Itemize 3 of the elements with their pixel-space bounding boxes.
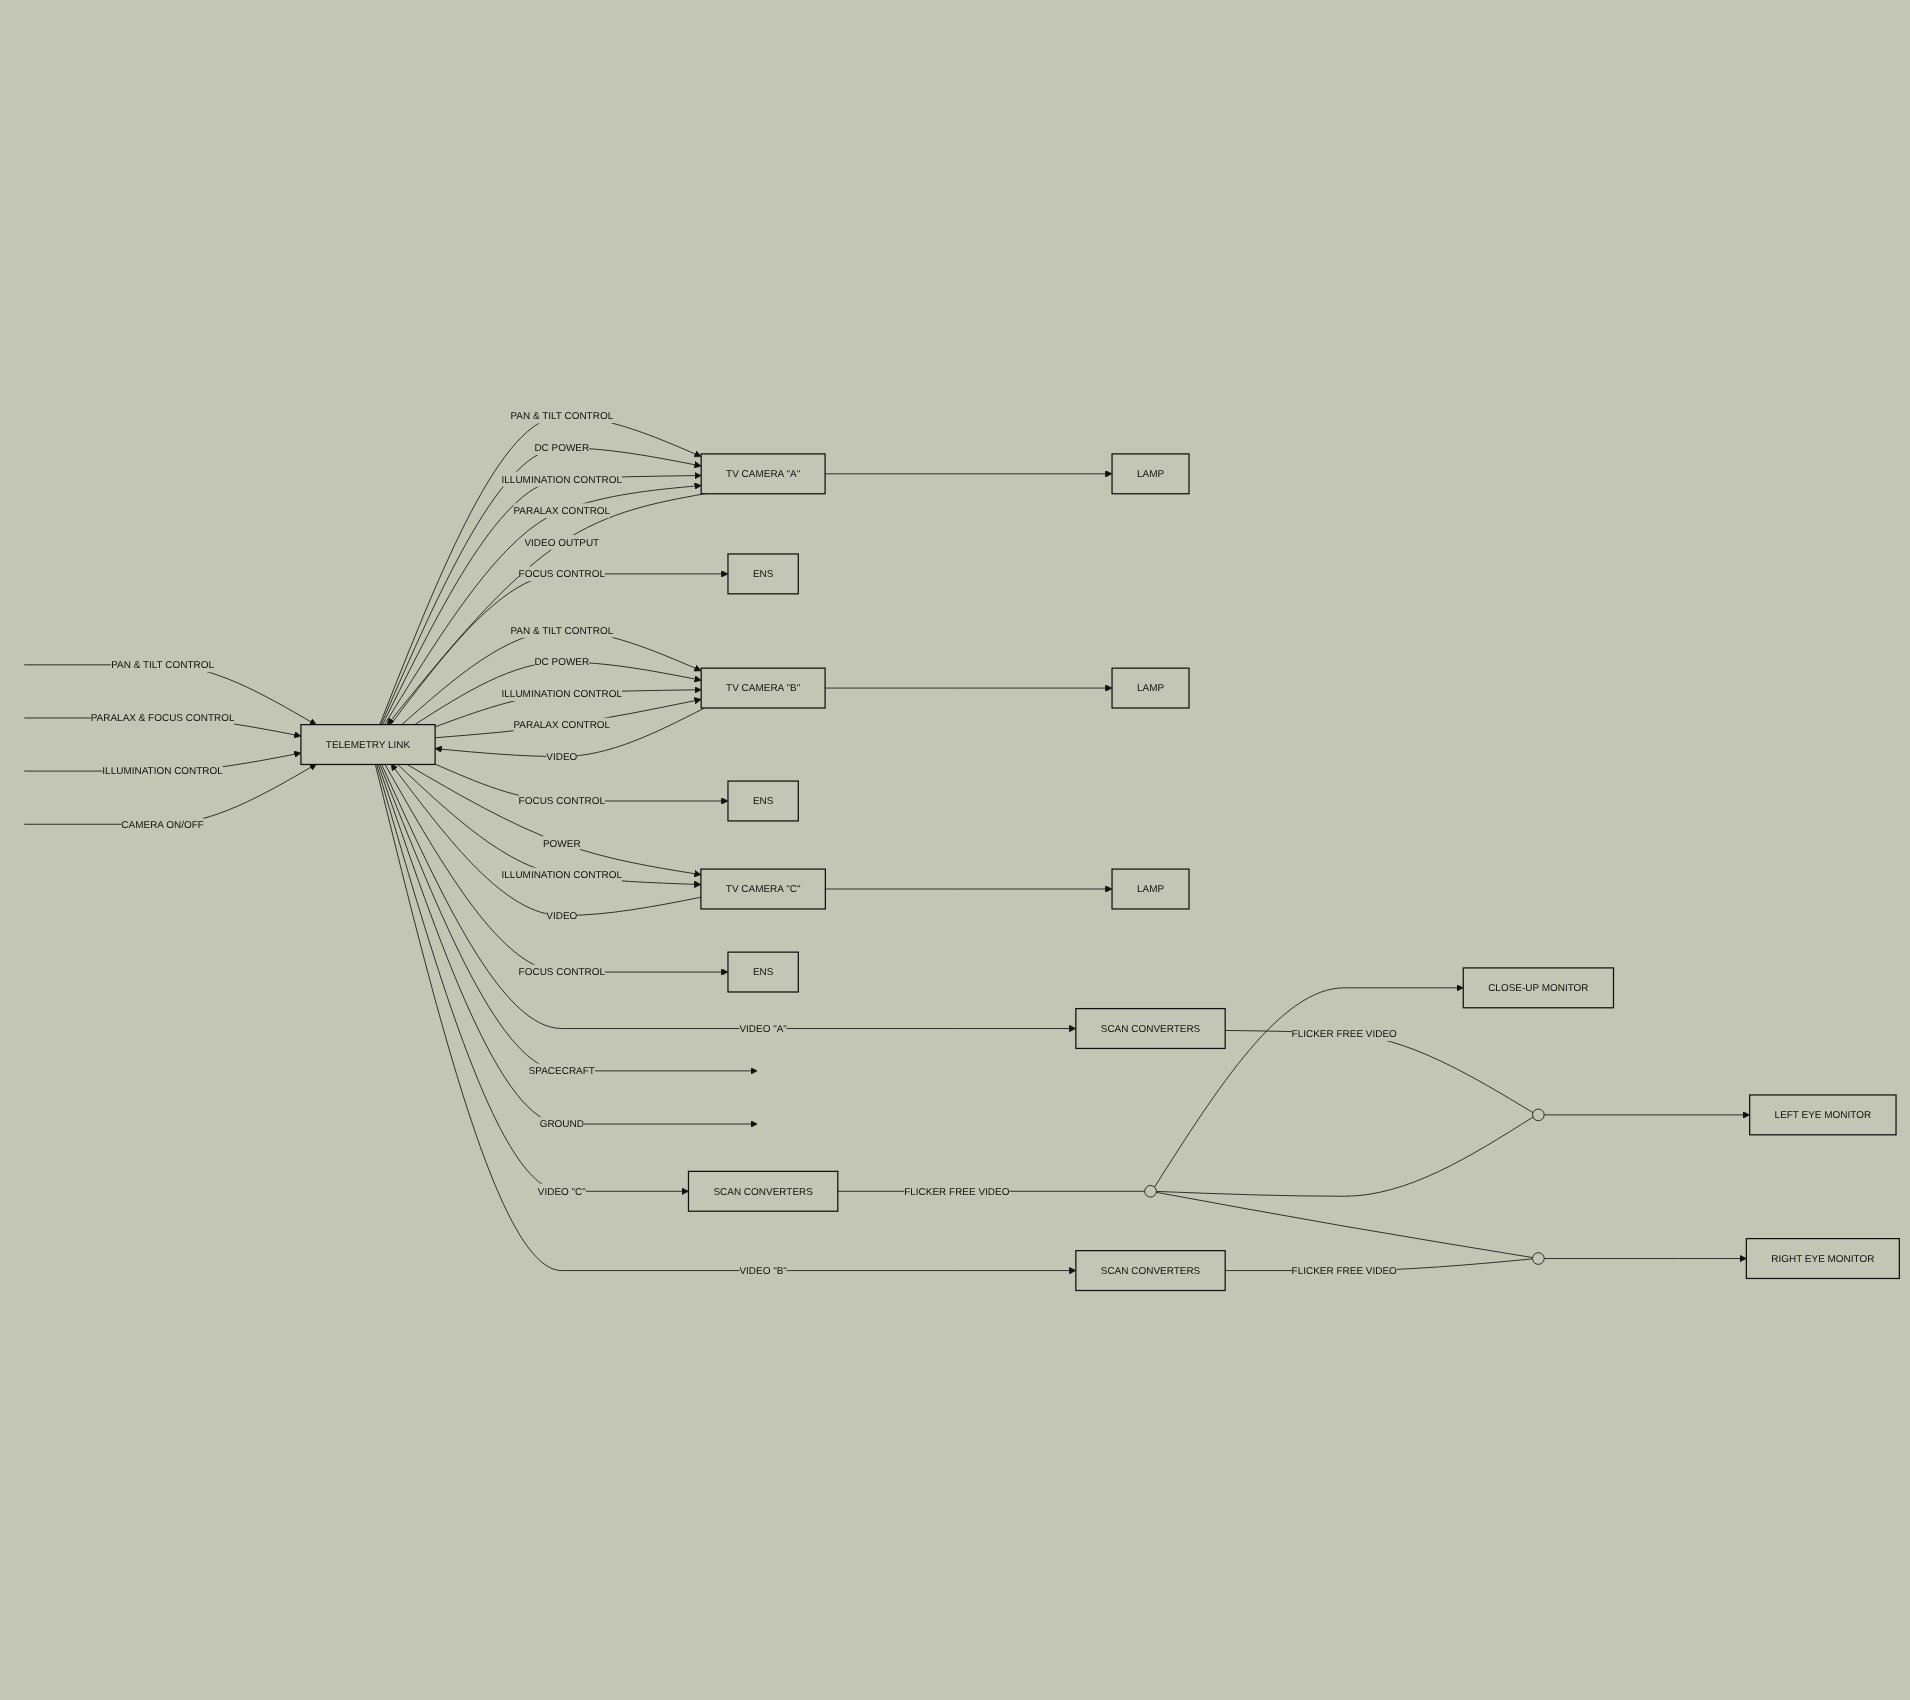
switch-contact bbox=[1143, 1185, 1156, 1198]
switch-contact bbox=[1531, 1109, 1544, 1122]
switch-contact bbox=[1531, 1252, 1544, 1266]
